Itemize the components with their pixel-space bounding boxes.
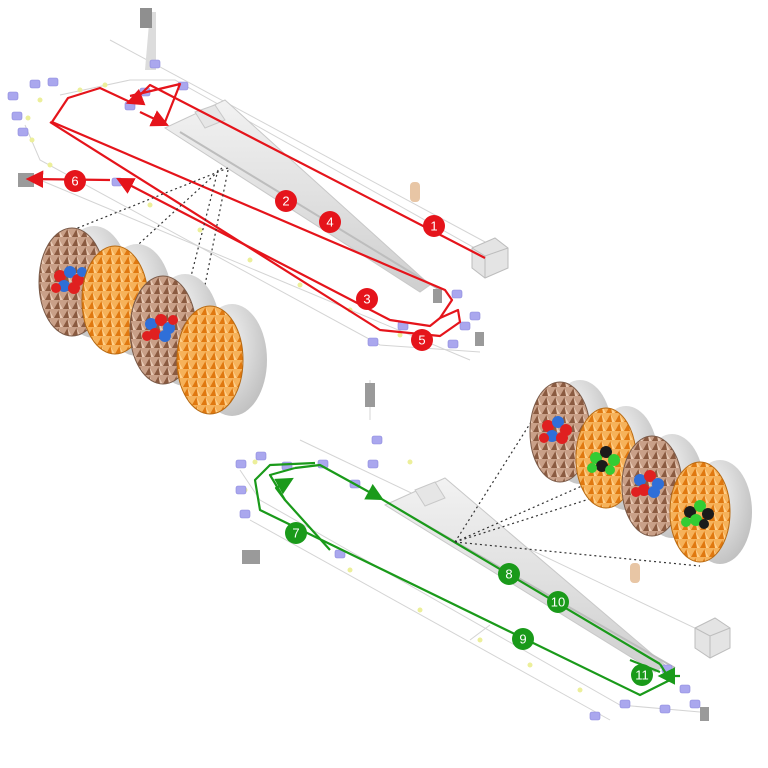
top-markers: 1 2 3 4 5 6	[64, 170, 445, 351]
atom-cluster-red-blue	[142, 314, 178, 342]
marker-7-label: 7	[292, 526, 299, 541]
marker-11-label: 11	[635, 668, 649, 683]
atom-cluster-red-blue	[631, 470, 664, 498]
cavity-bottom-4	[669, 460, 752, 564]
marker-5-label: 5	[418, 333, 425, 348]
top-lattice-dots	[25, 82, 403, 338]
top-machine-body	[140, 8, 509, 346]
marker-10: 10	[547, 591, 569, 613]
marker-3: 3	[356, 288, 378, 310]
marker-5: 5	[411, 329, 433, 351]
marker-1-label: 1	[430, 219, 437, 234]
atom-cluster-green-black	[681, 500, 714, 529]
marker-10-label: 10	[551, 595, 565, 610]
bottom-gun-box	[365, 383, 375, 407]
bottom-lattice-dots	[242, 459, 583, 693]
bottom-cavities	[529, 380, 752, 564]
marker-6: 6	[64, 170, 86, 192]
marker-2-label: 2	[282, 194, 289, 209]
atom-cluster-red-blue	[51, 266, 87, 294]
top-source-canister	[410, 182, 420, 202]
bottom-accelerator: 7 8 9 10 11	[235, 380, 752, 721]
marker-8-label: 8	[505, 567, 512, 582]
bottom-source-canister	[630, 563, 640, 583]
marker-2: 2	[275, 190, 297, 212]
marker-8: 8	[498, 563, 520, 585]
atom-cluster-red-blue	[539, 416, 572, 444]
marker-3-label: 3	[363, 292, 370, 307]
top-magnets	[7, 59, 481, 349]
bottom-markers: 7 8 9 10 11	[285, 522, 653, 686]
top-lattice	[24, 25, 506, 361]
top-accelerator: 1 2 3 4 5 6	[7, 8, 509, 416]
marker-9-label: 9	[519, 632, 526, 647]
top-gun-box	[140, 8, 152, 28]
bottom-cube	[694, 617, 731, 659]
marker-4-label: 4	[326, 215, 333, 230]
marker-4: 4	[319, 211, 341, 233]
marker-9: 9	[512, 628, 534, 650]
marker-6-label: 6	[71, 174, 78, 189]
marker-11: 11	[631, 664, 653, 686]
cavity-top-4	[176, 304, 267, 416]
bottom-beam-path	[253, 461, 680, 697]
top-cavities	[38, 226, 267, 416]
marker-7: 7	[285, 522, 307, 544]
marker-1: 1	[423, 215, 445, 237]
top-cube	[471, 237, 509, 279]
atom-cluster-green-black	[587, 446, 620, 475]
bottom-dump-box	[242, 550, 260, 564]
